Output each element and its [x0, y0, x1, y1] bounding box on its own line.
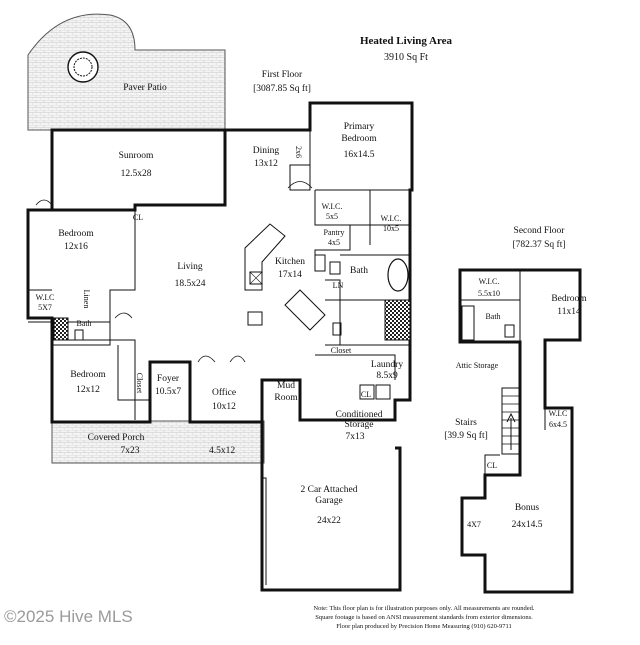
watermark: ©2025 Hive MLS — [4, 607, 133, 626]
office-label: Office — [212, 387, 236, 398]
nook-dim: 4X7 — [467, 520, 481, 529]
wic-2-dim: 10x5 — [383, 224, 399, 233]
wic-4-dim: 5.5x10 — [478, 289, 500, 298]
stairs-icon — [501, 387, 521, 455]
angled-pantry — [284, 289, 326, 331]
ln-label: LN — [333, 281, 344, 290]
second-floor-label: Second Floor — [514, 226, 566, 236]
first-floor-area: [3087.85 Sq ft] — [253, 83, 311, 94]
laundry-dryer — [375, 384, 391, 400]
note-line-3: Floor plan produced by Precision Home Me… — [336, 623, 512, 630]
wic-4-label: W.I.C. — [479, 277, 500, 286]
conditioned-storage-label: Conditioned — [336, 410, 383, 420]
dining-label: Dining — [253, 146, 280, 156]
wic-3-dim: 5X7 — [38, 303, 52, 312]
covered-porch-dim: 7x23 — [121, 446, 140, 456]
conditioned-storage-label-2: Storage — [344, 420, 373, 430]
conditioned-storage-dim: 7x13 — [346, 432, 365, 442]
bedroom-upper-label: Bedroom — [551, 294, 587, 304]
kitchen-island — [244, 223, 286, 291]
note-line-1: Note: This floor plan is for illustratio… — [313, 605, 535, 612]
heated-area-total: 3910 Sq Ft — [384, 52, 428, 63]
primary-bedroom-label-2: Bedroom — [341, 134, 377, 144]
bonus-dim: 24x14.5 — [512, 520, 543, 530]
mud-room-label: Mud — [277, 381, 295, 391]
garage-walls — [260, 422, 402, 592]
left-bath-label: Bath — [76, 319, 91, 328]
covered-porch-area — [51, 420, 265, 464]
living-dim: 18.5x24 — [175, 279, 206, 289]
covered-porch-label: Covered Porch — [88, 433, 145, 443]
garage-label: 2 Car Attached — [301, 485, 358, 495]
living-label: Living — [177, 262, 203, 272]
closet-mid-label: Closet — [331, 346, 352, 355]
porch-side-dim: 4.5x12 — [209, 446, 235, 456]
first-floor-label: First Floor — [262, 70, 303, 80]
second-floor-area: [782.37 Sq ft] — [512, 239, 565, 250]
bedroom-lower-label: Bedroom — [70, 370, 106, 380]
bedroom-upper-dim: 11x14 — [557, 307, 581, 317]
primary-bedroom-label: Primary — [344, 122, 375, 132]
left-bath-tile — [53, 317, 69, 341]
kitchen-dim: 17x14 — [278, 270, 302, 280]
note-line-2: Square footage is based on ANSI measurem… — [315, 614, 533, 621]
primary-bath-label: Bath — [350, 266, 368, 276]
bedroom-left-label: Bedroom — [58, 229, 94, 239]
fire-pit-icon — [67, 51, 99, 83]
dining-dim: 13x12 — [254, 159, 278, 169]
cl-left-label: CL — [133, 213, 143, 222]
toilet-icon — [332, 322, 342, 336]
foyer-label: Foyer — [157, 374, 180, 384]
upper-toilet-icon — [504, 324, 515, 338]
kitchen-counter — [247, 311, 263, 326]
wic-1-label: W.I.C. — [322, 202, 343, 211]
wic-2-label: W.I.C. — [381, 214, 402, 223]
heated-area-title: Heated Living Area — [360, 35, 453, 47]
mud-room-label-2: Room — [274, 393, 298, 403]
bonus-label: Bonus — [515, 503, 540, 513]
closet-lower-label: Closet — [135, 373, 144, 394]
garage-dim: 24x22 — [317, 516, 341, 526]
foyer-dim: 10.5x7 — [155, 387, 181, 397]
door-swings — [35, 181, 313, 363]
paver-patio-area — [27, 13, 226, 131]
cl-upper-label: CL — [487, 461, 497, 470]
laundry-washer — [359, 384, 375, 400]
cooktop-icon — [249, 271, 263, 285]
closet-2x6-dim: 2x6 — [294, 146, 303, 158]
wic-5-dim: 6x4.5 — [549, 420, 567, 429]
shower-icon — [384, 299, 411, 341]
upper-tub-icon — [461, 305, 475, 341]
paver-patio-label: Paver Patio — [123, 83, 167, 93]
pantry-dim: 4x5 — [328, 238, 340, 247]
laundry-dim: 8.5x9 — [376, 371, 398, 381]
linen-label: Linen — [82, 290, 91, 309]
fridge-icon — [314, 254, 326, 272]
wic-5-label: W.I.C — [549, 409, 568, 418]
bedroom-lower-dim: 12x12 — [76, 385, 100, 395]
office-dim: 10x12 — [212, 402, 236, 412]
stairs-dim: [39.9 Sq ft] — [444, 430, 488, 441]
bathtub-icon — [387, 258, 409, 292]
wic-3-label: W.I.C — [36, 293, 55, 302]
cl-laundry-label: CL — [361, 390, 371, 399]
sunroom-label: Sunroom — [119, 151, 154, 161]
garage-label-2: Garage — [315, 496, 342, 506]
sink-icon — [329, 261, 341, 275]
stairs-label: Stairs — [455, 418, 477, 428]
bath-upper-label: Bath — [485, 312, 500, 321]
left-toilet-icon — [74, 329, 84, 341]
kitchen-label: Kitchen — [275, 257, 305, 267]
pantry-label: Pantry — [324, 228, 345, 237]
sunroom-dim: 12.5x28 — [121, 169, 152, 179]
laundry-label: Laundry — [371, 360, 403, 370]
primary-bedroom-dim: 16x14.5 — [344, 150, 375, 160]
bedroom-left-dim: 12x16 — [64, 242, 88, 252]
attic-storage-label: Attic Storage — [456, 361, 499, 370]
wic-1-dim: 5x5 — [326, 212, 338, 221]
